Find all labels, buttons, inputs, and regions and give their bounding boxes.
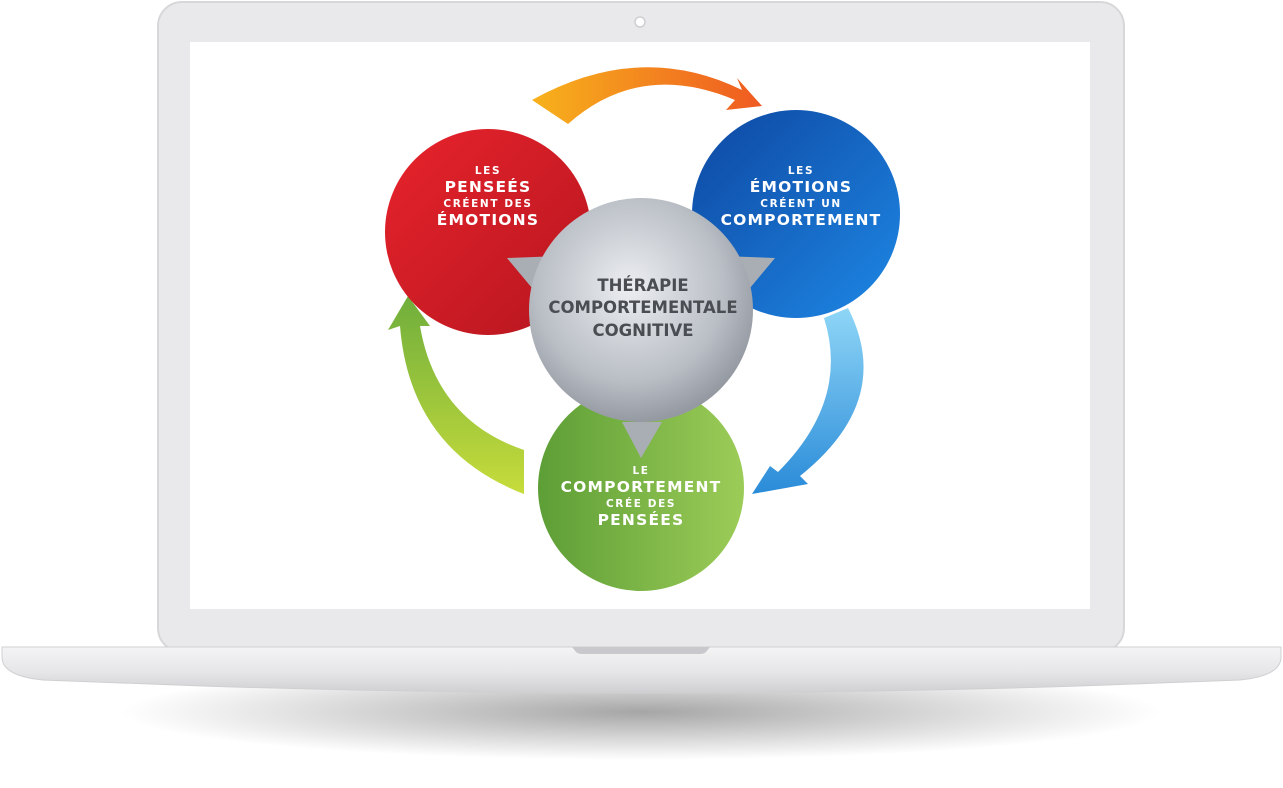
emotions-label-line1: LES — [787, 165, 815, 177]
thoughts-label: LES PENSEÉS CRÉENT DES ÉMOTIONS — [408, 165, 568, 230]
behavior-label-line1: LE — [632, 465, 650, 477]
behavior-label-line3: CRÉE DES — [605, 497, 677, 510]
center-label-line1: THÉRAPIE — [597, 276, 689, 295]
thoughts-label-line2: PENSEÉS — [444, 178, 532, 197]
center-label-line2: COMPORTEMENTALE — [548, 298, 738, 318]
center-pointer-bottom — [622, 422, 662, 458]
behavior-label: LE COMPORTEMENT CRÉE DES PENSÉES — [551, 465, 731, 530]
thoughts-label-line1: LES — [474, 165, 502, 177]
center-label: THÉRAPIE COMPORTEMENTALE COGNITIVE — [528, 275, 758, 342]
arrow-behavior-to-thoughts — [388, 296, 524, 494]
webcam-icon — [634, 16, 646, 28]
circle-center — [529, 198, 753, 422]
center-label-line3: COGNITIVE — [592, 320, 694, 340]
emotions-label-line2: ÉMOTIONS — [749, 178, 853, 197]
behavior-label-line4: PENSÉES — [597, 510, 685, 529]
emotions-label-line4: COMPORTEMENT — [720, 210, 882, 229]
laptop-notch — [572, 647, 710, 654]
behavior-label-line2: COMPORTEMENT — [560, 478, 722, 497]
thoughts-label-line4: ÉMOTIONS — [436, 210, 540, 229]
arrow-emotions-to-behavior — [752, 308, 864, 494]
laptop-base — [1, 646, 1282, 694]
circle-behavior — [538, 385, 744, 591]
emotions-label: LES ÉMOTIONS CRÉENT UN COMPORTEMENT — [716, 165, 886, 230]
emotions-label-line3: CRÉENT UN — [760, 197, 842, 210]
arrow-thoughts-to-emotions — [532, 67, 762, 124]
thoughts-label-line3: CRÉENT DES — [443, 197, 533, 210]
